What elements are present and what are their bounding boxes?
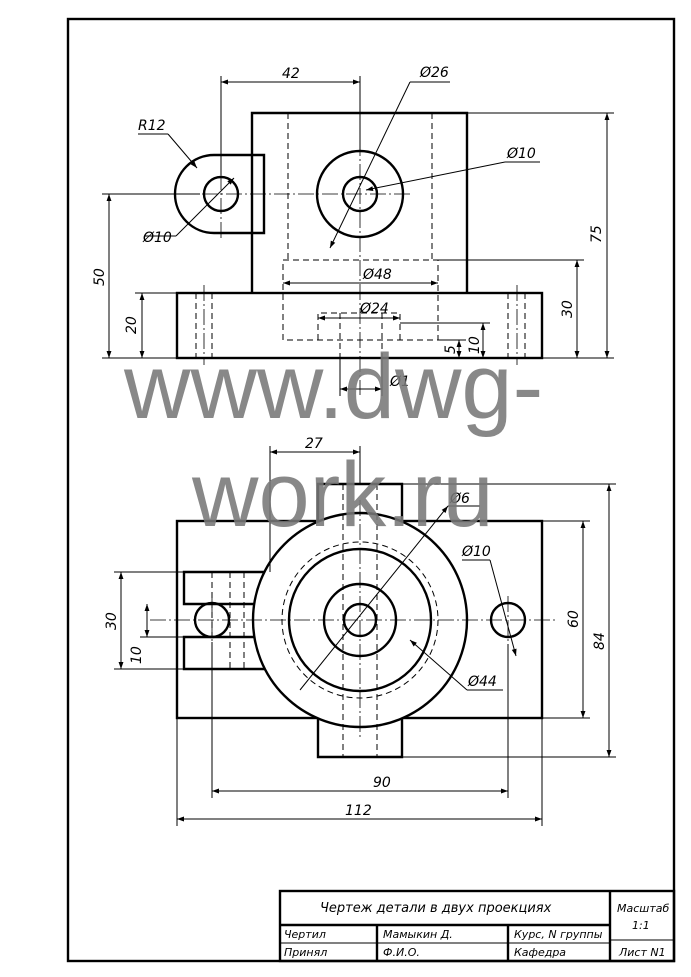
top-view: 27 Ø6 Ø10 Ø44 30 10 60 84 — [104, 436, 616, 826]
dim-10-slot: 10 — [129, 646, 145, 664]
dim-d10-lug: Ø10 — [142, 230, 172, 246]
course-group: Курс, N группы — [514, 928, 603, 941]
dim-27: 27 — [305, 436, 323, 452]
dim-d1: Ø1 — [389, 374, 410, 390]
front-lug — [173, 153, 266, 235]
dim-84: 84 — [592, 632, 608, 650]
dim-d10-top: Ø10 — [461, 544, 491, 560]
dim-112: 112 — [345, 803, 372, 819]
accepted-name: Ф.И.О. — [383, 946, 420, 959]
dim-d6: Ø6 — [449, 491, 470, 507]
dim-30-top: 30 — [104, 612, 120, 630]
watermark: www.dwg- work.ru — [123, 336, 543, 546]
scale-label: Масштаб — [617, 902, 669, 915]
drew-name: Мамыкин Д. — [383, 928, 453, 941]
watermark-line-1: www.dwg- — [123, 336, 543, 438]
dim-d10-bore: Ø10 — [506, 146, 536, 162]
watermark-line-2: work.ru — [191, 444, 494, 546]
front-view: 42 Ø26 R12 Ø10 Ø10 75 30 50 20 — [92, 65, 614, 396]
title-block: Чертеж детали в двух проекциях Масштаб 1… — [278, 889, 676, 963]
top-slot — [182, 570, 270, 671]
dim-75: 75 — [589, 225, 605, 243]
drew-label: Чертил — [284, 928, 326, 941]
dim-60: 60 — [566, 610, 582, 628]
dim-d48: Ø48 — [362, 267, 392, 283]
dim-10-depth: 10 — [467, 336, 483, 354]
dim-90: 90 — [373, 775, 391, 791]
dim-d26: Ø26 — [419, 65, 449, 81]
dim-d44: Ø44 — [467, 674, 497, 690]
department: Кафедра — [514, 946, 566, 959]
top-tab-lower — [316, 718, 404, 759]
sheet-number: Лист N1 — [618, 946, 666, 959]
dim-d24: Ø24 — [359, 301, 389, 317]
dim-r12: R12 — [138, 118, 166, 134]
dim-20: 20 — [124, 316, 140, 334]
dim-42: 42 — [282, 66, 300, 82]
scale-value: 1:1 — [632, 919, 650, 932]
dim-50: 50 — [92, 268, 108, 286]
dim-30-front: 30 — [560, 300, 576, 318]
accepted-label: Принял — [284, 946, 327, 959]
front-base-plate — [175, 291, 544, 360]
dim-5: 5 — [443, 345, 459, 354]
drawing-title: Чертеж детали в двух проекциях — [320, 901, 552, 916]
